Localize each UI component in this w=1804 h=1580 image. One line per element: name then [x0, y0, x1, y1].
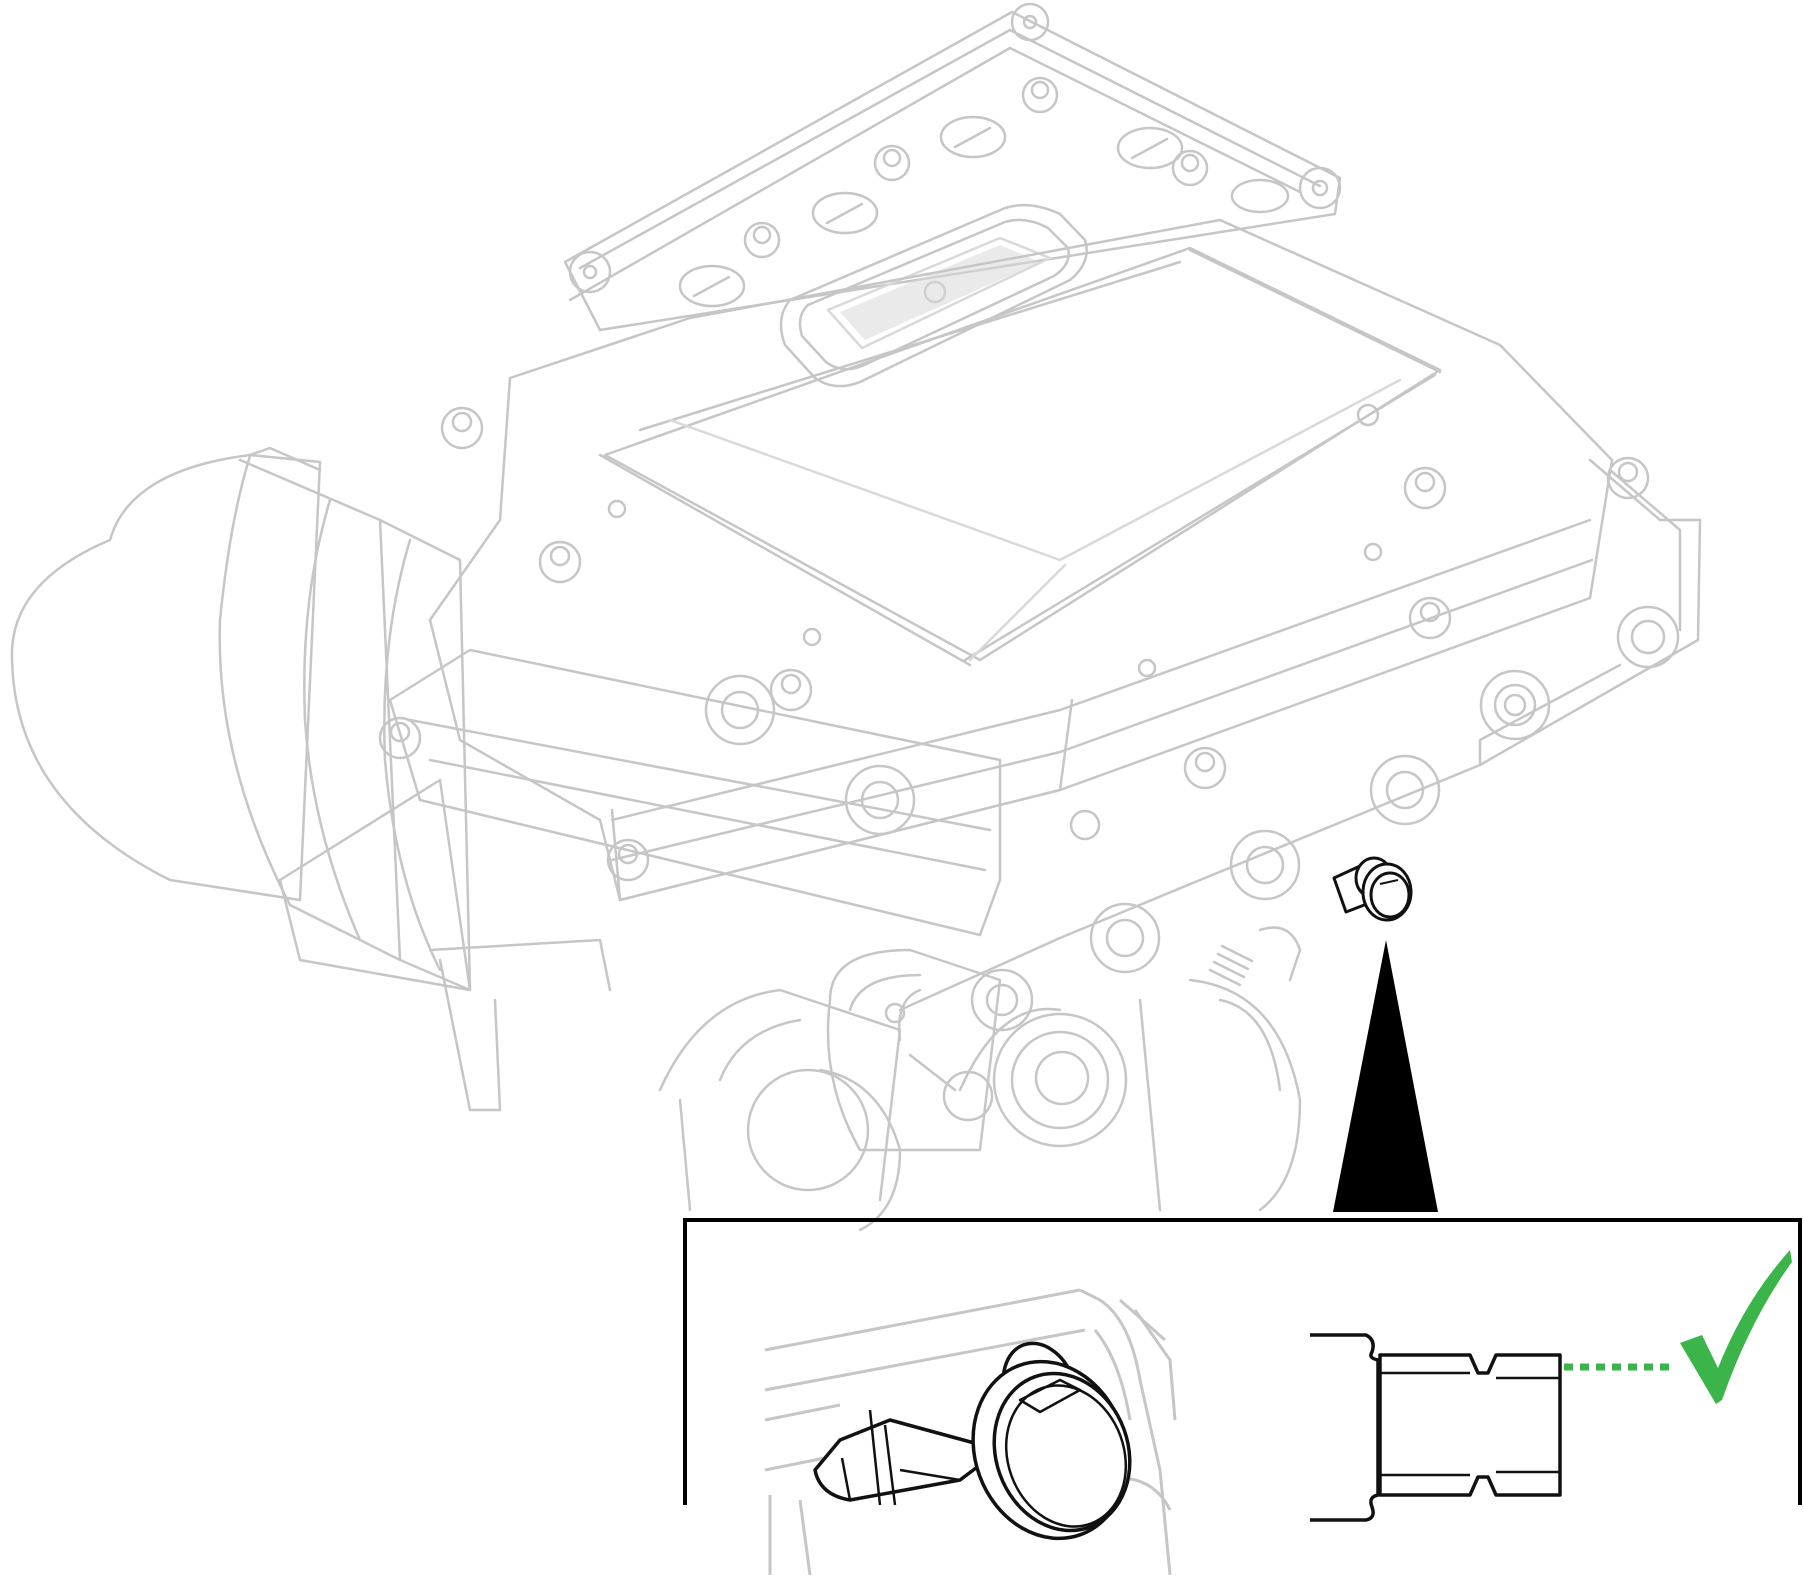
connector-pin-field [840, 245, 1040, 340]
left-bracket [278, 778, 612, 1112]
front-lower-housing [378, 648, 1002, 937]
callout-triangle-icon [1333, 940, 1438, 1212]
top-cover-plate [563, 2, 1342, 332]
gear-cluster [897, 988, 1128, 1148]
detent-spring [1208, 926, 1302, 987]
shift-forks [658, 978, 1302, 1232]
detail-frame [683, 1218, 1802, 1505]
housing-edge [1310, 1333, 1380, 1522]
detail-plug-enlarged [813, 1341, 1132, 1541]
motor-cylinder [10, 446, 472, 992]
right-frame [898, 458, 1702, 1012]
detail-view-profile [1310, 1333, 1562, 1522]
shaft-collar [826, 948, 1002, 1152]
main-housing [428, 218, 1680, 1032]
ghosted-assembly [10, 2, 1702, 1232]
highlighted-plug [1332, 856, 1413, 922]
check-mark-icon [1680, 1250, 1792, 1404]
detail-view-installed [764, 1288, 1177, 1576]
detail-ghost-housing [764, 1288, 1177, 1576]
